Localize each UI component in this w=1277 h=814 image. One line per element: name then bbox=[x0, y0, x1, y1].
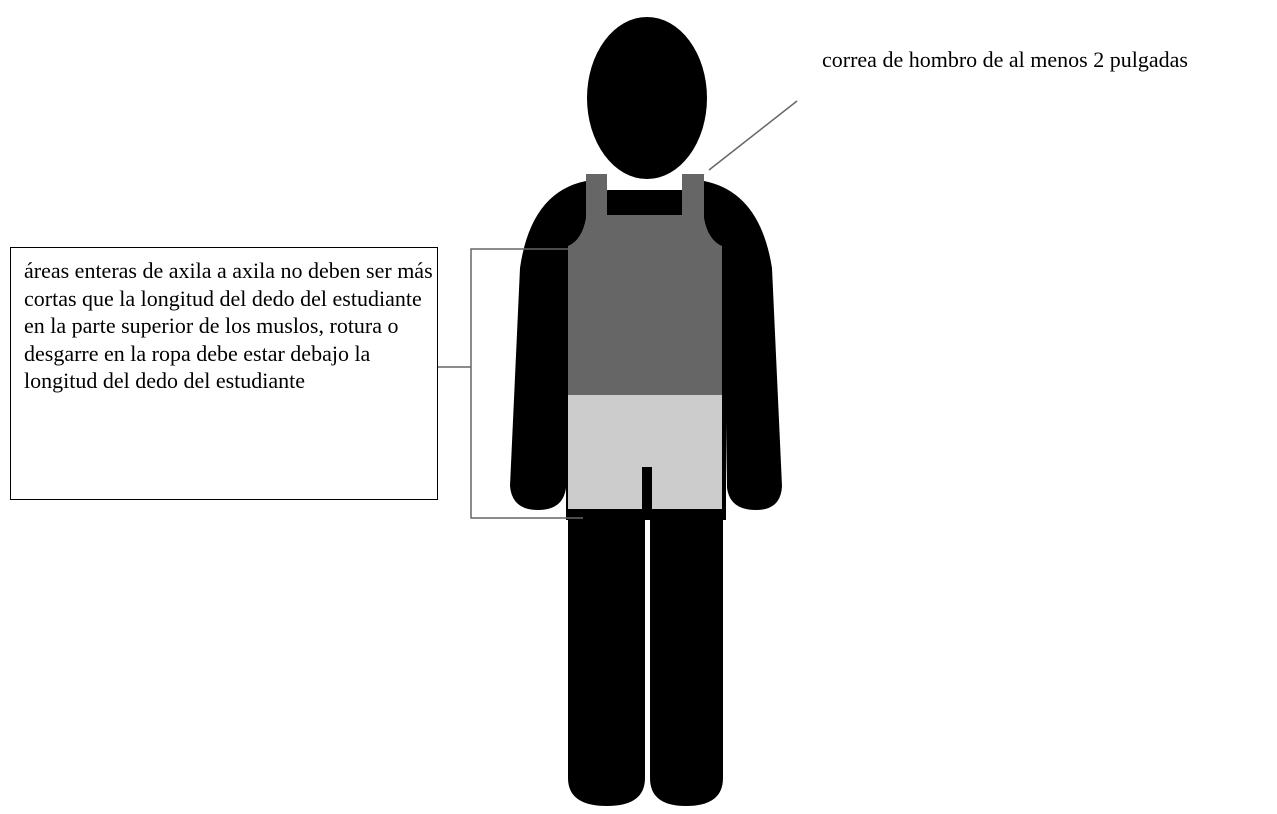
figure-left-arm bbox=[510, 181, 586, 510]
figure-head bbox=[587, 17, 707, 179]
coverage-bracket bbox=[470, 248, 583, 519]
figure-left-leg bbox=[568, 500, 645, 806]
coverage-callout-box: áreas enteras de axila a axila no deben … bbox=[10, 247, 438, 500]
coverage-callout-text: áreas enteras de axila a axila no deben … bbox=[24, 258, 433, 393]
tank-top bbox=[568, 174, 722, 398]
shorts bbox=[568, 395, 722, 509]
shoulder-strap-label: correa de hombro de al menos 2 pulgadas bbox=[822, 47, 1188, 72]
figure-right-arm bbox=[704, 181, 782, 510]
figure-right-leg bbox=[650, 500, 723, 806]
strap-leader-line bbox=[708, 100, 798, 171]
